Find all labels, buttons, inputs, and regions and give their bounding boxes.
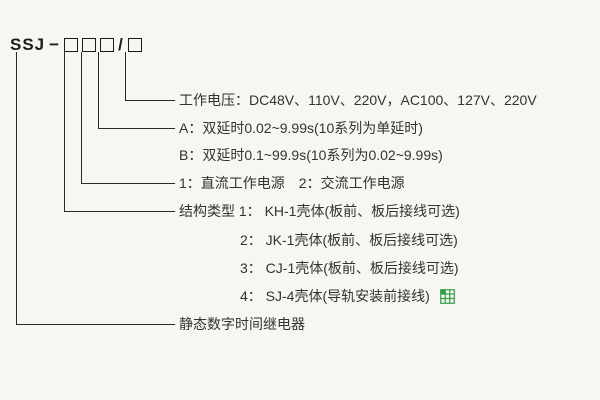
leader-hline-structure: [64, 211, 175, 212]
label-power-supply: 1：直流工作电源 2：交流工作电源: [179, 175, 405, 191]
label-product-name: 静态数字时间继电器: [179, 316, 305, 332]
leader-hline-voltage: [125, 100, 175, 101]
leader-vline-structure: [64, 52, 65, 211]
structure-option-4-row: 4： SJ-4壳体(导轨安装前接线): [240, 287, 455, 305]
label-delay-b: B：双延时0.1~99.9s(10系列为0.02~9.99s): [179, 147, 443, 163]
label-structure-option-3: 3： CJ-1壳体(板前、板后接线可选): [240, 260, 459, 276]
model-box-structure: [64, 38, 79, 52]
green-grid-watermark-icon: [439, 288, 455, 304]
model-dash: −: [49, 35, 61, 54]
label-working-voltage: 工作电压：DC48V、110V、220V，AC100、127V、220V: [179, 92, 537, 108]
leader-vline-voltage: [125, 52, 126, 100]
leader-vline-power: [81, 52, 82, 183]
leader-vline-delay: [98, 52, 99, 128]
label-structure-type: 结构类型 1： KH-1壳体(板前、板后接线可选): [179, 203, 460, 219]
model-box-delay: [100, 38, 115, 52]
model-slash: /: [118, 35, 124, 54]
leader-hline-delay: [98, 128, 175, 129]
label-structure-option-2: 2： JK-1壳体(板前、板后接线可选): [240, 232, 458, 248]
leader-hline-power: [81, 183, 175, 184]
model-box-power: [82, 38, 97, 52]
label-delay-a: A：双延时0.02~9.99s(10系列为单延时): [179, 120, 423, 136]
label-structure-option-4: 4： SJ-4壳体(导轨安装前接线): [240, 288, 430, 304]
model-box-voltage: [127, 38, 142, 52]
leader-vline-product-name: [16, 52, 17, 324]
model-code: SSJ − /: [10, 35, 142, 55]
model-prefix: SSJ: [10, 35, 46, 54]
leader-hline-product-name: [16, 324, 175, 325]
